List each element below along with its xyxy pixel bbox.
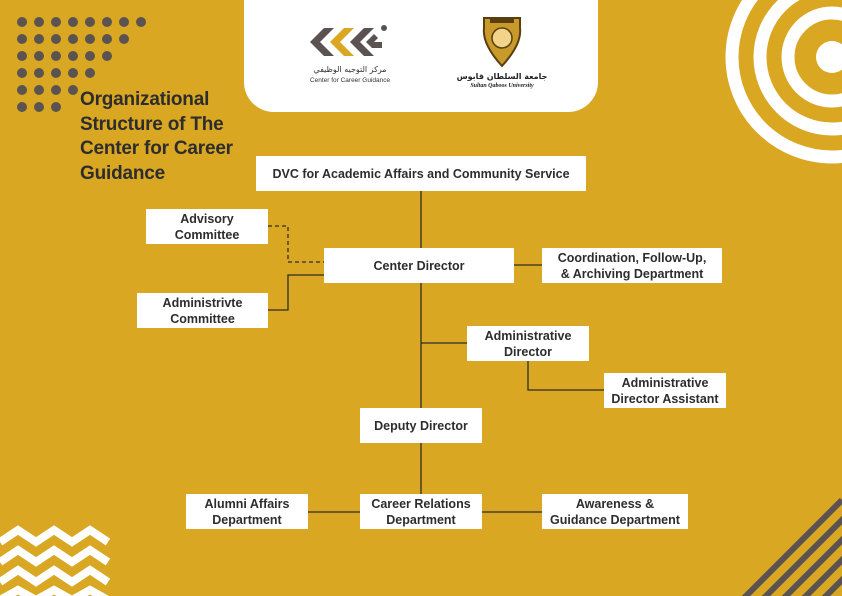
decor-dot bbox=[85, 51, 95, 61]
node-career-relations-label: Career Relations Department bbox=[371, 496, 471, 527]
decor-dot bbox=[34, 51, 44, 61]
node-administrative-director-assistant: Administrative Director Assistant bbox=[604, 373, 726, 408]
node-alumni-label: Alumni Affairs Department bbox=[204, 496, 290, 527]
decor-dot bbox=[85, 68, 95, 78]
ccg-chevron-icon bbox=[310, 25, 387, 56]
node-dvc-label: DVC for Academic Affairs and Community S… bbox=[272, 166, 570, 181]
ccg-name-english: Center for Career Guidance bbox=[309, 77, 391, 84]
node-awareness-guidance: Awareness & Guidance Department bbox=[542, 494, 688, 529]
university-crest-icon bbox=[482, 17, 522, 68]
dot-grid-pattern bbox=[17, 17, 146, 112]
decor-dot bbox=[102, 51, 112, 61]
node-center-director: Center Director bbox=[324, 248, 514, 283]
node-center-director-label: Center Director bbox=[373, 258, 465, 273]
decor-dot bbox=[119, 17, 129, 27]
decor-dot bbox=[51, 17, 61, 27]
decor-dot bbox=[17, 68, 27, 78]
decor-dot bbox=[85, 17, 95, 27]
decor-dot bbox=[34, 68, 44, 78]
decor-dot bbox=[68, 85, 78, 95]
connector-admin-assistant bbox=[527, 361, 604, 391]
decor-dot bbox=[34, 85, 44, 95]
decor-dot bbox=[51, 68, 61, 78]
decor-dot bbox=[17, 17, 27, 27]
node-administrative-committee-label: Administrivte Committee bbox=[162, 295, 243, 326]
university-logo: جامعة السلطان قابوس Sultan Qaboos Univer… bbox=[452, 14, 552, 94]
node-administrative-committee: Administrivte Committee bbox=[137, 293, 268, 328]
ccg-name-arabic: مركز التوجيه الوظيفي bbox=[313, 65, 387, 74]
node-awareness-label: Awareness & Guidance Department bbox=[550, 496, 680, 527]
decor-dot bbox=[34, 17, 44, 27]
decor-dot bbox=[17, 34, 27, 44]
header-logo-card: مركز التوجيه الوظيفي Center for Career G… bbox=[244, 0, 598, 112]
university-name-english: Sultan Qaboos University bbox=[470, 83, 534, 89]
decor-dot bbox=[102, 17, 112, 27]
decor-dot bbox=[85, 34, 95, 44]
decor-dot bbox=[17, 85, 27, 95]
decor-dot bbox=[51, 51, 61, 61]
node-coordination-department: Coordination, Follow-Up, & Archiving Dep… bbox=[542, 248, 722, 283]
decor-dot bbox=[51, 102, 61, 112]
decor-dot bbox=[34, 34, 44, 44]
node-coordination-label: Coordination, Follow-Up, & Archiving Dep… bbox=[557, 250, 707, 281]
page-title: Organizational Structure of The Center f… bbox=[80, 89, 233, 184]
decor-dot bbox=[17, 102, 27, 112]
connector-committee-center bbox=[268, 274, 324, 311]
zigzag-decoration bbox=[0, 525, 111, 596]
node-career-relations: Career Relations Department bbox=[360, 494, 482, 529]
decor-dot bbox=[34, 102, 44, 112]
node-advisory-label: Advisory Committee bbox=[174, 211, 240, 242]
decor-dot bbox=[136, 17, 146, 27]
decor-dot bbox=[68, 17, 78, 27]
node-alumni-affairs: Alumni Affairs Department bbox=[186, 494, 308, 529]
node-deputy-director: Deputy Director bbox=[360, 408, 482, 443]
node-deputy-director-label: Deputy Director bbox=[374, 418, 468, 433]
node-administrative-director-label: Administrative Director bbox=[484, 328, 572, 359]
node-dvc: DVC for Academic Affairs and Community S… bbox=[256, 156, 586, 191]
decor-dot bbox=[17, 51, 27, 61]
node-administrative-assistant-label: Administrative Director Assistant bbox=[611, 375, 719, 406]
decor-dot bbox=[119, 34, 129, 44]
node-administrative-director: Administrative Director bbox=[467, 326, 589, 361]
node-advisory-committee: Advisory Committee bbox=[146, 209, 268, 244]
university-name-arabic: جامعة السلطان قابوس bbox=[456, 72, 548, 81]
concentric-circles-decoration bbox=[725, 0, 842, 164]
decor-dot bbox=[68, 51, 78, 61]
decor-dot bbox=[68, 34, 78, 44]
decor-dot bbox=[51, 85, 61, 95]
decor-dot bbox=[51, 34, 61, 44]
decor-dot bbox=[68, 68, 78, 78]
connector-advisory-center bbox=[268, 225, 324, 263]
diagonal-stripes-decoration bbox=[741, 497, 842, 596]
decor-dot bbox=[102, 34, 112, 44]
ccg-logo: مركز التوجيه الوظيفي Center for Career G… bbox=[304, 20, 396, 90]
